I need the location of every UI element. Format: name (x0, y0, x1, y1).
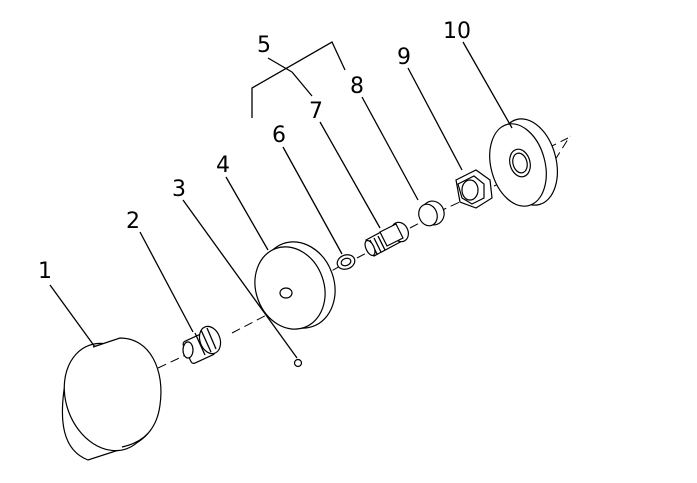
leader-2 (139, 231, 194, 333)
label-7: 7 (309, 99, 323, 124)
leader-7 (319, 121, 381, 229)
leader-8 (361, 96, 419, 201)
leader-3 (182, 199, 298, 359)
leader-1 (49, 284, 96, 348)
part-1-handle-cap (61, 337, 162, 461)
label-4: 4 (216, 153, 230, 178)
leader-5-bracket (251, 41, 346, 118)
leader-5-stem (267, 57, 293, 73)
part-7-cartridge-stem (364, 221, 409, 257)
part-2-splined-adapter (182, 325, 222, 364)
leader-5-branch (291, 71, 313, 97)
leader-lines (49, 41, 513, 359)
part-4-escutcheon-plate (254, 241, 336, 330)
part-9-hex-nut (455, 169, 493, 209)
label-9: 9 (397, 45, 411, 70)
part-8-washer-ring (418, 200, 445, 227)
part-3-set-screw (293, 358, 303, 368)
leader-9 (407, 67, 463, 171)
label-2: 2 (126, 209, 140, 234)
part-10-threaded-flange (489, 118, 558, 207)
leader-4 (225, 176, 269, 251)
label-8: 8 (350, 74, 364, 99)
leader-6 (282, 146, 343, 255)
label-1: 1 (38, 259, 52, 284)
label-5: 5 (257, 33, 271, 58)
label-10: 10 (443, 19, 471, 44)
part-6-o-ring (336, 254, 356, 270)
label-6: 6 (272, 123, 286, 148)
leader-10 (462, 41, 513, 129)
label-3: 3 (172, 177, 186, 202)
